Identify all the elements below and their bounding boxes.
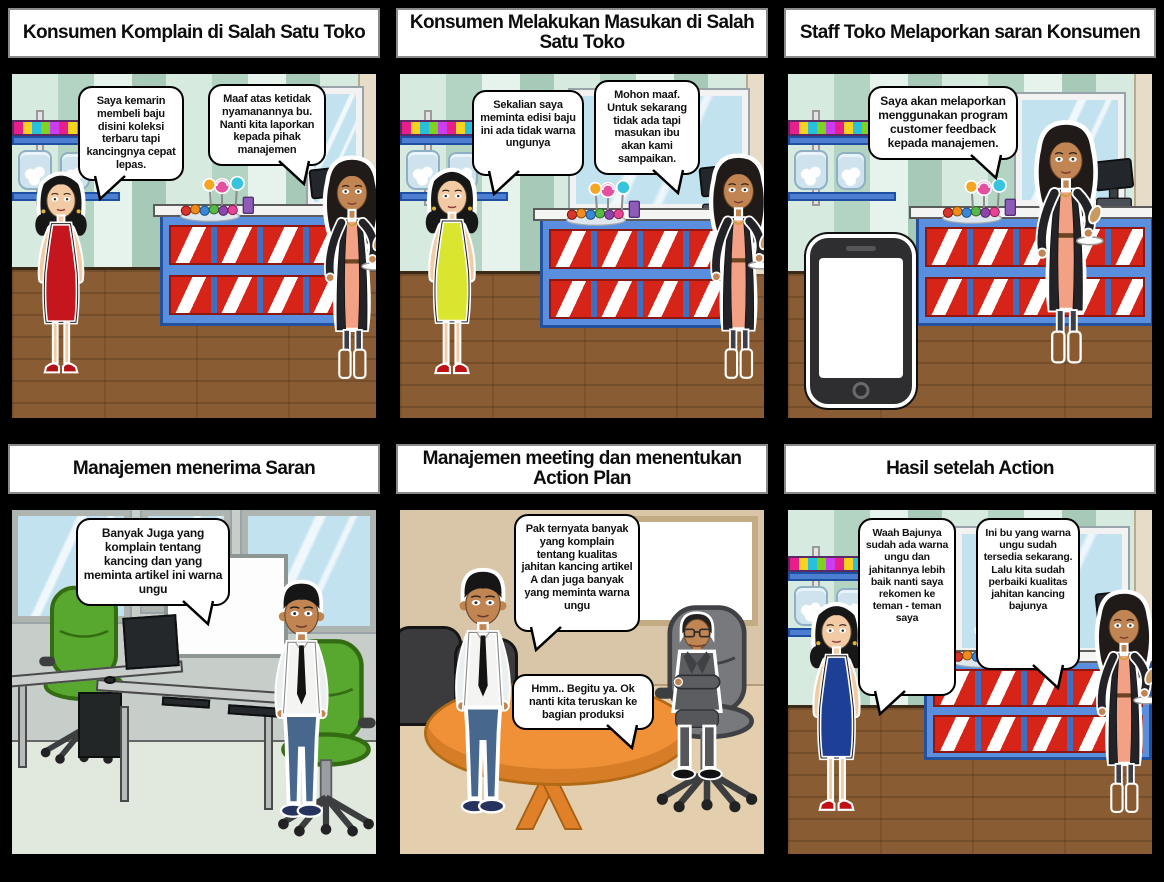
candy-display <box>162 176 282 224</box>
panel-6: Hasil setelah Action Waah Bajunya sudah … <box>784 444 1156 858</box>
speech-bubble: Pak ternyata banyak yang komplain tentan… <box>514 514 640 652</box>
desk-leg <box>18 682 27 768</box>
bubble-tail <box>278 159 310 186</box>
panel-2-scene: Sekalian saya meminta edisi baju ini ada… <box>396 70 768 422</box>
panel-4-scene: Banyak Juga yang komplain tentang kancin… <box>8 506 380 858</box>
panel-5-scene: Pak ternyata banyak yang komplain tentan… <box>396 506 768 858</box>
monitor <box>122 614 180 670</box>
panel-6-title: Hasil setelah Action <box>784 444 1156 494</box>
bubble-tail <box>1032 664 1064 690</box>
red-product-boxes <box>169 275 359 315</box>
panel-4-title: Manajemen menerima Saran <box>8 444 380 494</box>
panel-6-title-text: Hasil setelah Action <box>886 458 1054 480</box>
panel-6-scene: Waah Bajunya sudah ada warna ungu dan ja… <box>784 506 1156 858</box>
speech-bubble: Ini bu yang warna ungu sudah tersedia se… <box>976 518 1080 690</box>
bubble-tail <box>970 153 1002 180</box>
speech-text: Saya akan melaporkan menggunakan program… <box>878 94 1008 150</box>
panel-2-title: Konsumen Melakukan Masukan di Salah Satu… <box>396 8 768 58</box>
bubble-tail <box>606 724 638 751</box>
speech-text: Pak ternyata banyak yang komplain tentan… <box>521 523 633 612</box>
bubble-tail <box>652 168 684 195</box>
red-product-boxes <box>549 279 743 319</box>
desk-leg <box>120 706 129 802</box>
red-product-boxes <box>169 225 359 265</box>
smartphone <box>806 234 916 408</box>
speech-bubble: Mohon maaf. Untuk sekarang tidak ada tap… <box>594 80 700 195</box>
panel-4: Manajemen menerima Saran Banyak Juga yan… <box>8 444 380 858</box>
speech-bubble: Banyak Juga yang komplain tentang kancin… <box>76 518 230 626</box>
shelf-board <box>788 192 896 201</box>
speech-text: Saya kemarin membeli baju disini koleksi… <box>86 95 176 171</box>
panel-3-scene: Saya akan melaporkan menggunakan program… <box>784 70 1156 422</box>
panel-5: Manajemen meeting dan menentukan Action … <box>396 444 768 858</box>
speech-text: Mohon maaf. Untuk sekarang tidak ada tap… <box>607 89 687 165</box>
speech-bubble: Maaf atas ketidak nyamanannya bu. Nanti … <box>208 84 326 186</box>
panel-2-title-text: Konsumen Melakukan Masukan di Salah Satu… <box>409 12 755 53</box>
panel-1: Konsumen Komplain di Salah Satu Toko Say… <box>8 8 380 422</box>
candy-jar <box>794 150 828 190</box>
mouse <box>104 676 116 684</box>
panel-2: Konsumen Melakukan Masukan di Salah Satu… <box>396 8 768 422</box>
red-product-boxes <box>925 227 1145 267</box>
panel-1-title-text: Konsumen Komplain di Salah Satu Toko <box>22 22 366 44</box>
speech-bubble: Saya akan melaporkan menggunakan program… <box>868 86 1018 180</box>
bubble-tail <box>874 690 906 716</box>
store-counter <box>533 208 757 328</box>
speech-text: Hmm.. Begitu ya. Ok nanti kita teruskan … <box>528 683 638 721</box>
bubble-tail <box>530 626 562 652</box>
bubble-tail <box>94 174 126 201</box>
phone-home-button <box>852 382 870 399</box>
customer-red-dress-figure <box>20 160 102 390</box>
panel-3-title-text: Staff Toko Melaporkan saran Konsumen <box>799 22 1141 44</box>
speech-text: Sekalian saya meminta edisi baju ini ada… <box>480 99 576 150</box>
panel-1-scene: Saya kemarin membeli baju disini koleksi… <box>8 70 380 422</box>
store-staff-figure <box>692 150 768 392</box>
panel-3: Staff Toko Melaporkan saran Konsumen <box>784 8 1156 422</box>
speech-bubble: Sekalian saya meminta edisi baju ini ada… <box>472 90 584 196</box>
speech-bubble: Saya kemarin membeli baju disini koleksi… <box>78 86 184 201</box>
candy-jar <box>836 152 866 190</box>
panel-3-title: Staff Toko Melaporkan saran Konsumen <box>784 8 1156 58</box>
speech-text: Banyak Juga yang komplain tentang kancin… <box>83 526 223 596</box>
store-staff-figure <box>1078 586 1156 826</box>
store-staff-figure <box>306 152 380 392</box>
panel-5-title-text: Manajemen meeting dan menentukan Action … <box>422 448 742 489</box>
red-product-boxes <box>933 715 1143 753</box>
director-figure <box>650 610 744 810</box>
speech-bubble: Hmm.. Begitu ya. Ok nanti kita teruskan … <box>512 674 654 751</box>
store-staff-figure <box>1016 116 1116 378</box>
bubble-tail <box>488 170 520 196</box>
phone-screen <box>819 258 903 378</box>
speech-text: Maaf atas ketidak nyamanannya bu. Nanti … <box>219 93 315 156</box>
panel-4-title-text: Manajemen menerima Saran <box>72 458 316 480</box>
panel-5-title: Manajemen meeting dan menentukan Action … <box>396 444 768 494</box>
panel-1-title: Konsumen Komplain di Salah Satu Toko <box>8 8 380 58</box>
speech-text: Waah Bajunya sudah ada warna ungu dan ja… <box>865 527 949 625</box>
speech-text: Ini bu yang warna ungu sudah tersedia se… <box>983 527 1073 613</box>
customer-yellow-dress-figure <box>410 156 494 391</box>
desk-drawer <box>78 692 122 758</box>
speech-bubble: Waah Bajunya sudah ada warna ungu dan ja… <box>858 518 956 716</box>
red-product-boxes <box>549 229 743 269</box>
bubble-tail <box>182 599 214 626</box>
phone-speaker <box>846 246 876 251</box>
manager-figure <box>256 574 347 832</box>
red-product-boxes <box>925 277 1145 317</box>
